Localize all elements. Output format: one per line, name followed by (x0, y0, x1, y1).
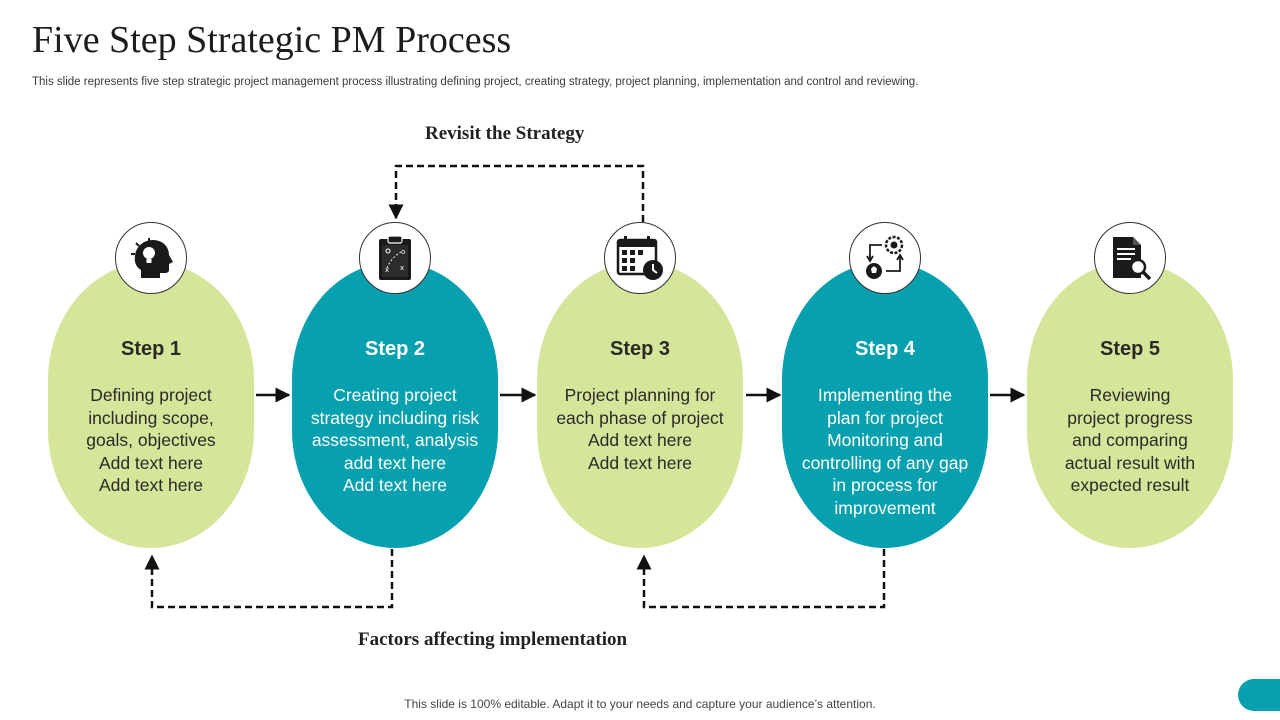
slide-subtitle: This slide represents five step strategi… (32, 76, 919, 88)
step-5-title: Step 5 (1099, 338, 1161, 360)
step-text-line: actual result with (1064, 452, 1196, 473)
step-5-icon-circle (1094, 222, 1166, 294)
step-text-line: controlling of any gap (801, 452, 969, 473)
step-5-text: Reviewing project progress and comparing… (1065, 384, 1195, 497)
step-text-line: Creating project (333, 385, 457, 405)
step-text-line: goals, objectives (86, 430, 216, 450)
factors-label: Factors affecting implementation (358, 629, 628, 650)
step-text-line: Add text here (98, 452, 204, 473)
step-text-line: in process for (832, 475, 938, 495)
calendar-clock-icon (616, 236, 663, 280)
step-4-card: Step 4 Implementing the plan for project… (782, 262, 988, 548)
step-text-line: strategy including risk (310, 407, 480, 428)
step-3-icon-circle (604, 222, 676, 294)
step-2-icon-circle: x o x (359, 222, 431, 294)
step-5-card: Step 5 Reviewing project progress and co… (1027, 262, 1233, 548)
footer-note: This slide is 100% editable. Adapt it to… (404, 697, 876, 711)
corner-tab (1238, 679, 1280, 711)
step-2-text: Creating project strategy including risk… (311, 384, 479, 497)
document-search-icon (1113, 237, 1152, 281)
clipboard-strategy-icon: x o x (379, 235, 411, 280)
step-text-line: assessment, analysis (311, 430, 479, 450)
step-3-title: Step 3 (609, 338, 671, 360)
step-1-text: Defining project including scope, goals,… (86, 384, 215, 497)
step-text-line: Add text here (342, 475, 448, 495)
svg-text:o: o (401, 248, 405, 256)
revisit-strategy-label: Revisit the Strategy (425, 123, 585, 144)
factors-connector-right (636, 549, 886, 609)
revisit-strategy-connector (388, 164, 645, 222)
step-text-line: including scope, (88, 407, 214, 428)
step-text-line: Add text here (98, 475, 204, 495)
step-text-line: add text here (343, 452, 447, 473)
step-1-card: Step 1 Defining project including scope,… (48, 262, 254, 548)
step-text-line: improvement (834, 497, 936, 518)
factors-connector-left (144, 549, 394, 609)
process-cycle-icon (866, 235, 904, 279)
step-text-line: each phase of project (556, 407, 724, 428)
step-1-title: Step 1 (120, 338, 182, 360)
step-3-card: Step 3 Project planning for each phase o… (537, 262, 743, 548)
step-4-text: Implementing the plan for project Monito… (802, 384, 968, 519)
step-2-title: Step 2 (364, 338, 426, 360)
step-text-line: expected result (1070, 475, 1190, 495)
svg-text:x: x (400, 264, 404, 272)
step-1-icon-circle (115, 222, 187, 294)
step-text-line: Defining project (90, 385, 212, 405)
step-text-line: Add text here (587, 430, 693, 450)
step-3-text: Project planning for each phase of proje… (556, 384, 723, 474)
step-text-line: plan for project (827, 407, 943, 428)
slide-title: Five Step Strategic PM Process (32, 19, 512, 61)
step-2-card: Step 2 Creating project strategy includi… (292, 262, 498, 548)
step-4-title: Step 4 (854, 338, 916, 360)
step-text-line: project progress (1067, 407, 1193, 428)
svg-text:x: x (385, 266, 389, 274)
step-text-line: Reviewing (1089, 385, 1171, 405)
step-text-line: Project planning for (564, 385, 716, 405)
step-text-line: Monitoring and (827, 430, 943, 450)
step-4-icon-circle (849, 222, 921, 294)
step-text-line: and comparing (1072, 430, 1188, 450)
step-text-line: Add text here (587, 452, 693, 473)
head-lightbulb-icon (131, 238, 173, 278)
step-text-line: Implementing the (817, 385, 953, 405)
